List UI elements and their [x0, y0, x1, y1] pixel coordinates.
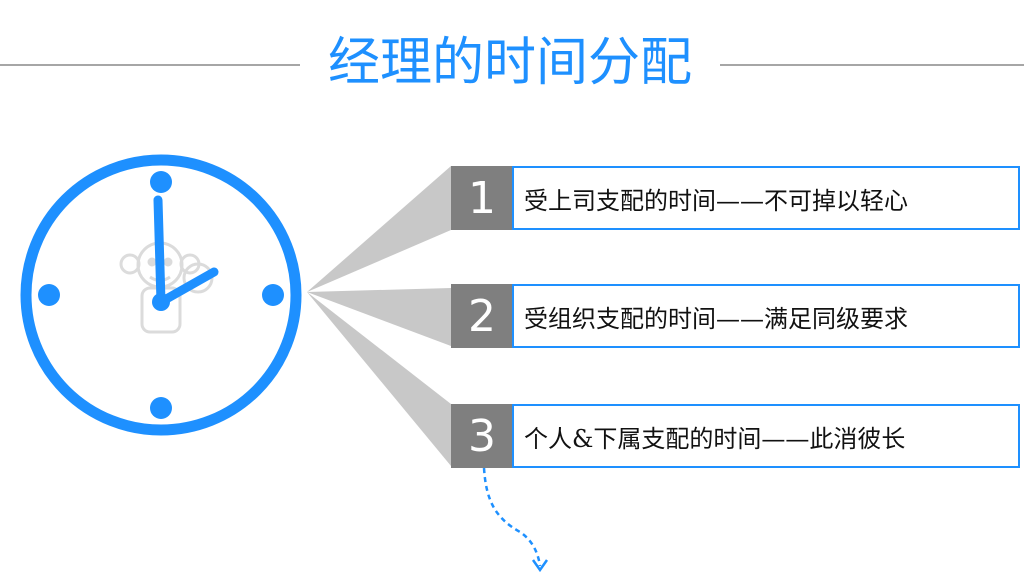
clock-icon: [20, 154, 302, 436]
list-item: 1 受上司支配的时间——不可掉以轻心: [451, 166, 1020, 230]
item-text-box: 个人&下属支配的时间——此消彼长: [512, 404, 1020, 468]
minute-hand: [153, 195, 166, 307]
funnel-2: [307, 288, 451, 346]
list-item: 2 受组织支配的时间——满足同级要求: [451, 284, 1020, 348]
title-rule-right: [720, 64, 1024, 66]
item-text: 个人&下属支配的时间——此消彼长: [524, 424, 906, 453]
item-number: 3: [451, 404, 513, 468]
item-text: 受上司支配的时间——不可掉以轻心: [524, 186, 908, 215]
hour-hand: [156, 267, 219, 307]
item-text: 受组织支配的时间——满足同级要求: [524, 304, 908, 333]
page-title: 经理的时间分配: [327, 33, 692, 93]
funnel-3: [307, 292, 451, 466]
title-rule-left: [0, 64, 300, 66]
item-text-box: 受上司支配的时间——不可掉以轻心: [512, 166, 1020, 230]
dashed-arrow: [482, 467, 549, 573]
funnel-1: [307, 166, 451, 292]
item-number: 2: [451, 284, 513, 348]
item-text-box: 受组织支配的时间——满足同级要求: [512, 284, 1020, 348]
item-number: 1: [451, 166, 513, 230]
list-item: 3 个人&下属支配的时间——此消彼长: [451, 404, 1020, 468]
